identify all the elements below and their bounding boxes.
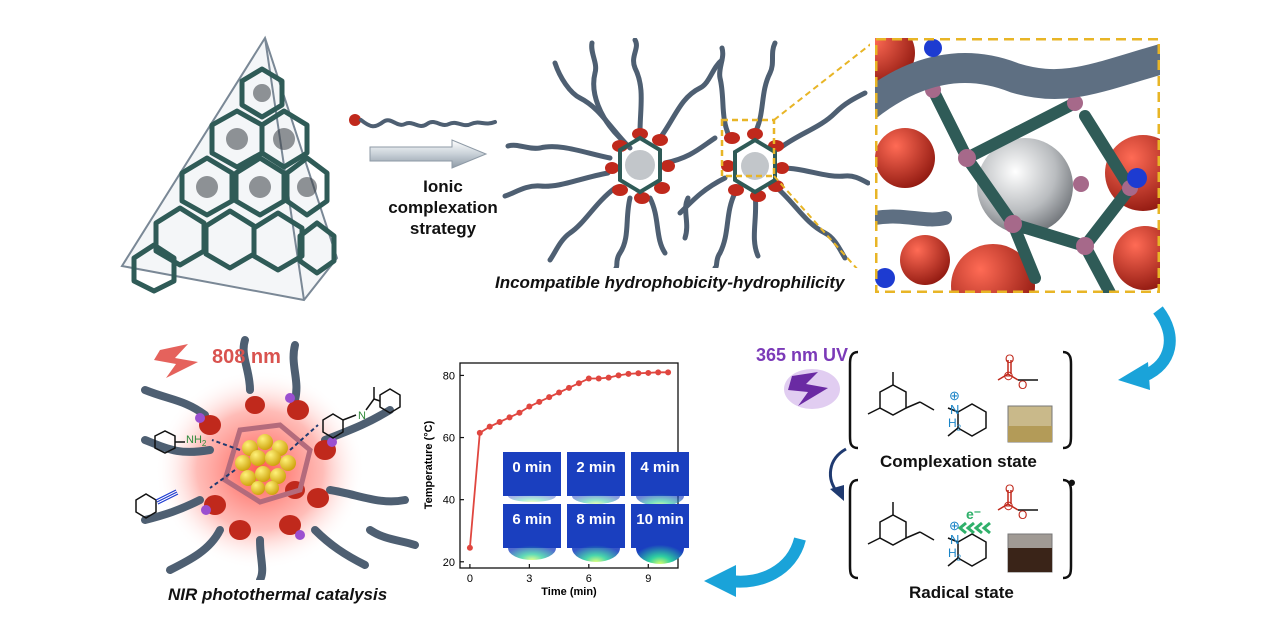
complex-minus-sign: ⊖: [1003, 368, 1014, 383]
data-point: [516, 409, 523, 416]
curved-arrow-right-icon: [1118, 306, 1176, 390]
nir-catalysis-illustration: [141, 336, 419, 580]
thermal-tile-label: 2 min: [576, 459, 615, 476]
thermal-tile-label: 4 min: [640, 459, 679, 476]
strategy-label-line3: strategy: [409, 219, 477, 238]
data-point: [645, 369, 652, 376]
thermal-tile-label: 10 min: [636, 511, 684, 528]
uv-lightning-icon: [784, 369, 840, 409]
radical-h-sub: 2: [956, 553, 962, 563]
aniline-nh2-label: NH2: [186, 434, 206, 448]
data-point: [566, 384, 572, 391]
tetrahedral-framework-illustration: [120, 35, 339, 302]
complex-h-sub: 2: [956, 423, 962, 433]
chart-y-axis-label: Temperature (°C): [423, 420, 435, 509]
data-point: [486, 423, 493, 430]
data-point: [496, 419, 503, 426]
y-tick-label: 40: [443, 495, 455, 507]
thermal-glow: [572, 534, 620, 562]
data-point: [526, 403, 533, 410]
data-point: [655, 369, 662, 376]
state-transition-arrow-icon: [829, 447, 847, 501]
y-tick-label: 60: [443, 433, 455, 445]
x-tick-label: 9: [645, 573, 651, 585]
x-tick-label: 3: [526, 573, 532, 585]
thermal-tile-label: 6 min: [512, 511, 551, 528]
thermal-tile-label: 8 min: [576, 511, 615, 528]
radical-state-label: Radical state: [909, 583, 1014, 602]
data-point: [575, 380, 582, 387]
imine-molecule-icon: [322, 387, 401, 439]
radical-plus-sign: ⊕: [949, 518, 960, 533]
complexation-state-label: Complexation state: [880, 452, 1037, 471]
aniline-nh-text: NH: [186, 434, 202, 446]
data-point: [585, 375, 592, 382]
data-point: [546, 394, 553, 401]
thermal-glow: [508, 490, 556, 502]
temperature-chart: 20 40 60 80 0 3 6 9 0 min 2 min 4 min 6 min 8 min 1…: [423, 362, 689, 598]
thermal-glow: [636, 486, 684, 506]
thermal-glow: [636, 532, 684, 564]
uv-365-label: 365 nm UV: [756, 345, 849, 365]
x-tick-label: 0: [467, 573, 473, 585]
complex-ammonium-n: N: [950, 402, 960, 417]
imine-n-label: N: [358, 410, 366, 422]
x-tick-label: 6: [586, 573, 592, 585]
strategy-label-line1: Ionic: [423, 177, 463, 196]
radical-ester-o: O: [1018, 508, 1028, 522]
radical-dot: •: [1068, 470, 1076, 495]
thermal-glow: [508, 536, 556, 560]
data-point: [556, 389, 563, 396]
caption-nir: NIR photothermal catalysis: [168, 585, 388, 604]
alkyne-molecule-icon: [135, 489, 179, 519]
data-point: [476, 429, 483, 436]
cluster-assembly-illustration: [502, 38, 870, 268]
radical-minus-sign: ⊖: [1003, 498, 1014, 513]
complexation-structure-illustration: [848, 350, 1073, 450]
caption-incompatible: Incompatible hydrophobicity-hydrophilici…: [495, 273, 845, 292]
data-point: [625, 370, 632, 377]
thermal-tile-label: 0 min: [512, 459, 551, 476]
data-point: [466, 544, 473, 551]
data-point: [536, 398, 543, 405]
complex-carbonyl-o: O: [1005, 352, 1015, 366]
data-point: [506, 414, 513, 421]
data-point: [615, 372, 622, 379]
strategy-label-line2: complexation: [388, 198, 498, 217]
strategy-arrow-icon: [369, 139, 488, 169]
strategy-label: Ionic complexation strategy: [388, 176, 498, 239]
complex-ester-o: O: [1018, 378, 1028, 392]
laser-808-label: 808 nm: [212, 346, 281, 368]
curved-arrow-left-icon: [704, 537, 806, 597]
thermal-glow: [572, 488, 620, 504]
aniline-molecule-icon: [154, 430, 185, 454]
complex-plus-sign: ⊕: [949, 388, 960, 403]
ligand-chain-icon: [349, 114, 497, 129]
data-point: [635, 370, 642, 377]
aniline-sub-text: 2: [201, 439, 207, 449]
y-tick-label: 20: [443, 557, 455, 569]
radical-ammonium-h2: H2: [948, 546, 961, 562]
radical-structure-illustration: [848, 478, 1073, 580]
radical-ammonium-n: N: [950, 532, 960, 547]
y-tick-label: 80: [443, 370, 455, 382]
complex-ammonium-h2: H2: [948, 416, 961, 432]
complex-h-text: H: [948, 416, 957, 430]
data-point: [605, 374, 612, 381]
radical-electron-label: e⁻: [966, 506, 982, 522]
data-point: [595, 375, 602, 382]
zoom-panel-illustration: [875, 38, 1160, 293]
data-point: [665, 369, 672, 376]
thermal-image-tile: [503, 452, 561, 496]
radical-carbonyl-o: O: [1005, 482, 1015, 496]
radical-h-text: H: [948, 546, 957, 560]
chart-x-axis-label: Time (min): [541, 586, 597, 598]
